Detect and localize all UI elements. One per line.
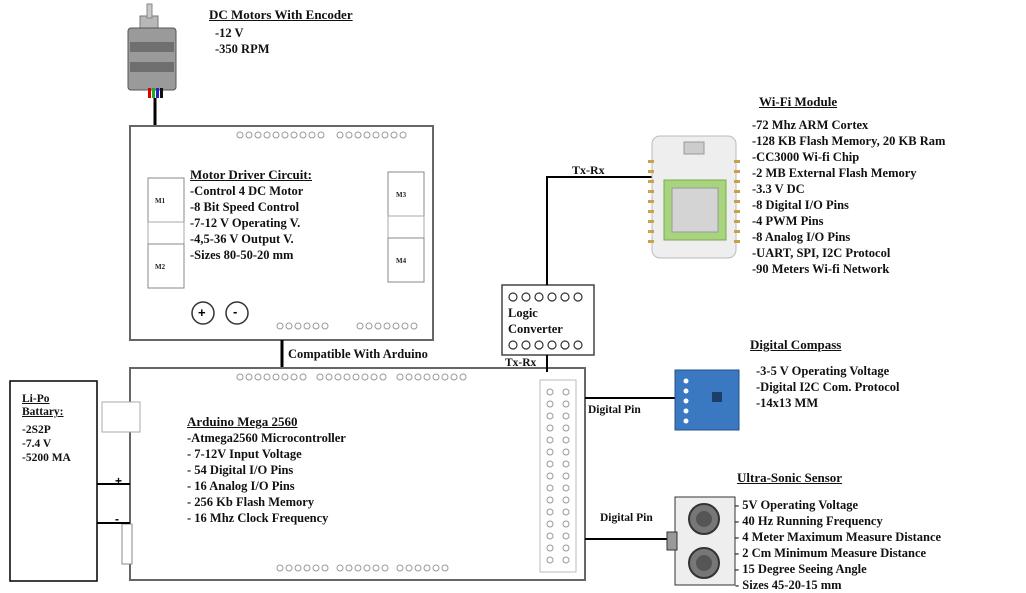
wifi-spec: -UART, SPI, I2C Protocol [752, 245, 945, 261]
battery-spec: -2S2P [22, 423, 71, 437]
battery-title-1: Li-Po [22, 393, 49, 406]
motor-driver-spec: -8 Bit Speed Control [190, 199, 303, 215]
wifi-title: Wi-Fi Module [759, 94, 837, 110]
ultrasonic-title: Ultra-Sonic Sensor [737, 470, 842, 486]
wifi-spec: -72 Mhz ARM Cortex [752, 117, 945, 133]
compass-spec: -3-5 V Operating Voltage [756, 363, 900, 379]
wifi-spec: -90 Meters Wi-fi Network [752, 261, 945, 277]
ultrasonic-specs: - 5V Operating Voltage - 40 Hz Running F… [735, 497, 941, 593]
wifi-spec: -128 KB Flash Memory, 20 KB Ram [752, 133, 945, 149]
motor-specs: -12 V -350 RPM [215, 25, 270, 57]
arduino-spec: -Atmega2560 Microcontroller [187, 430, 346, 446]
battery-title-2: Battary: [22, 406, 64, 419]
wifi-spec: -8 Analog I/O Pins [752, 229, 945, 245]
compatible-label: Compatible With Arduino [288, 346, 428, 362]
arduino-title: Arduino Mega 2560 [187, 414, 298, 430]
arduino-spec: - 16 Analog I/O Pins [187, 478, 346, 494]
motor-driver-spec: -Control 4 DC Motor [190, 183, 303, 199]
arduino-spec: - 256 Kb Flash Memory [187, 494, 346, 510]
motor-driver-spec: -4,5-36 V Output V. [190, 231, 303, 247]
motor-title: DC Motors With Encoder [209, 7, 353, 23]
motor-driver-spec: -Sizes 80-50-20 mm [190, 247, 303, 263]
battery-plus-label: + [115, 474, 122, 488]
compass-link-label: Digital Pin [588, 402, 641, 418]
compass-image [675, 370, 739, 430]
battery-minus-label: - [115, 512, 119, 526]
motor-spec: -12 V [215, 25, 270, 41]
wifi-spec: -CC3000 Wi-fi Chip [752, 149, 945, 165]
wifi-specs: -72 Mhz ARM Cortex -128 KB Flash Memory,… [752, 117, 945, 277]
wifi-spec: -3.3 V DC [752, 181, 945, 197]
terminal-m1: M1 [155, 195, 165, 209]
motor-driver-title: Motor Driver Circuit: [190, 167, 312, 183]
ultrasonic-image [667, 497, 735, 585]
motor-driver-specs: -Control 4 DC Motor -8 Bit Speed Control… [190, 183, 303, 263]
terminal-m2: M2 [155, 261, 165, 275]
ultrasonic-spec: - 15 Degree Seeing Angle [735, 561, 941, 577]
arduino-specs: -Atmega2560 Microcontroller - 7-12V Inpu… [187, 430, 346, 526]
terminal-m4: M4 [396, 255, 406, 269]
wifi-spec: -2 MB External Flash Memory [752, 165, 945, 181]
ultrasonic-link-label: Digital Pin [600, 510, 653, 526]
compass-spec: -Digital I2C Com. Protocol [756, 379, 900, 395]
plus-button-label: + [198, 305, 206, 320]
arduino-spec: - 54 Digital I/O Pins [187, 462, 346, 478]
arduino-spec: - 7-12V Input Voltage [187, 446, 346, 462]
compass-title: Digital Compass [750, 337, 841, 353]
logic-converter-label-1: Logic [508, 305, 538, 321]
ultrasonic-spec: - Sizes 45-20-15 mm [735, 577, 941, 593]
wifi-module-image [652, 136, 736, 258]
logic-link-label: Tx-Rx [505, 355, 536, 371]
battery-spec: -7.4 V [22, 437, 71, 451]
minus-button-label: - [233, 304, 237, 319]
battery-spec: -5200 MA [22, 451, 71, 465]
wifi-link-label: Tx-Rx [572, 162, 605, 178]
logic-converter-label-2: Converter [508, 321, 563, 337]
arduino-spec: - 16 Mhz Clock Frequency [187, 510, 346, 526]
ultrasonic-spec: - 5V Operating Voltage [735, 497, 941, 513]
wifi-spec: -4 PWM Pins [752, 213, 945, 229]
compass-specs: -3-5 V Operating Voltage -Digital I2C Co… [756, 363, 900, 411]
terminal-m3: M3 [396, 189, 406, 203]
motor-driver-spec: -7-12 V Operating V. [190, 215, 303, 231]
ultrasonic-spec: - 2 Cm Minimum Measure Distance [735, 545, 941, 561]
battery-specs: -2S2P -7.4 V -5200 MA [22, 423, 71, 465]
compass-spec: -14x13 MM [756, 395, 900, 411]
dc-motor-image [128, 4, 176, 98]
wifi-spec: -8 Digital I/O Pins [752, 197, 945, 213]
ultrasonic-spec: - 4 Meter Maximum Measure Distance [735, 529, 941, 545]
motor-spec: -350 RPM [215, 41, 270, 57]
logic-wifi-wire [547, 177, 652, 285]
ultrasonic-spec: - 40 Hz Running Frequency [735, 513, 941, 529]
